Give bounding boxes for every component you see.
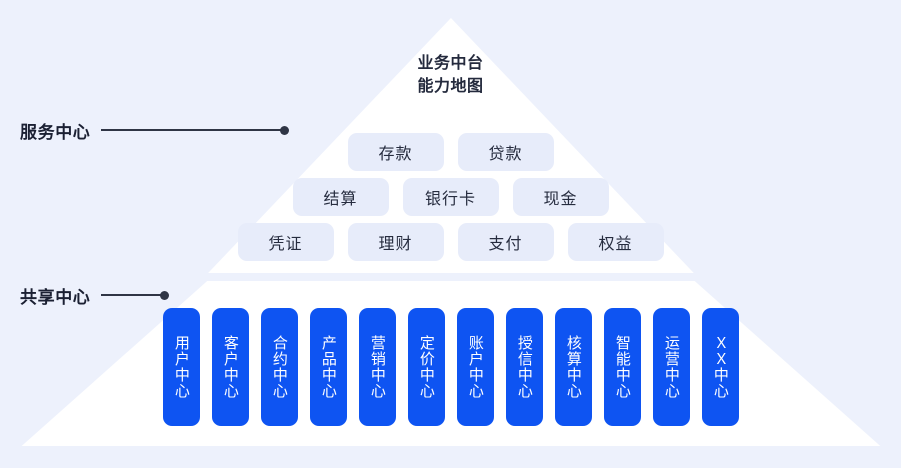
annotation-shared-center: 共享中心 (20, 282, 170, 308)
shared-center-card-row: 用户中心 客户中心 合约中心 产品中心 营销中心 定价中心 账户中心 授信中心 … (0, 308, 901, 426)
shared-center-card[interactable]: ＸＸ中心 (701, 308, 739, 426)
shared-center-card[interactable]: 营销中心 (358, 308, 396, 426)
shared-center-card[interactable]: 核算中心 (554, 308, 592, 426)
service-capability-pill[interactable]: 权益 (567, 223, 664, 261)
service-capability-pill[interactable]: 贷款 (457, 133, 554, 171)
diagram-title: 业务中台 能力地图 (0, 52, 901, 98)
service-capability-pill[interactable]: 现金 (512, 178, 609, 216)
annotation-shared-center-label: 共享中心 (20, 287, 91, 307)
shared-center-card[interactable]: 客户中心 (211, 308, 249, 426)
shared-center-card[interactable]: 智能中心 (603, 308, 641, 426)
shared-center-card[interactable]: 定价中心 (407, 308, 445, 426)
service-capability-pill[interactable]: 存款 (347, 133, 444, 171)
diagram-title-line-1: 业务中台 (417, 55, 484, 72)
service-capability-pill[interactable]: 银行卡 (402, 178, 499, 216)
service-center-row-1: 存款 贷款 (0, 133, 901, 171)
diagram-title-line-2: 能力地图 (417, 78, 484, 95)
shared-center-card[interactable]: 合约中心 (260, 308, 298, 426)
leader-line-icon (101, 129, 282, 131)
shared-center-card[interactable]: 账户中心 (456, 308, 494, 426)
service-capability-pill[interactable]: 支付 (457, 223, 554, 261)
service-center-row-2: 结算 银行卡 现金 (0, 178, 901, 216)
service-capability-pill[interactable]: 理财 (347, 223, 444, 261)
annotation-service-center-label: 服务中心 (20, 122, 91, 142)
leader-dot-icon (280, 125, 290, 135)
service-capability-pill[interactable]: 凭证 (237, 223, 334, 261)
shared-center-card[interactable]: 授信中心 (505, 308, 543, 426)
shared-center-card[interactable]: 产品中心 (309, 308, 347, 426)
leader-dot-icon (160, 290, 170, 300)
service-center-row-3: 凭证 理财 支付 权益 (0, 223, 901, 261)
annotation-service-center: 服务中心 (20, 117, 290, 143)
leader-line-icon (101, 294, 162, 296)
shared-center-card[interactable]: 运营中心 (652, 308, 690, 426)
service-capability-pill[interactable]: 结算 (292, 178, 389, 216)
shared-center-card[interactable]: 用户中心 (162, 308, 200, 426)
